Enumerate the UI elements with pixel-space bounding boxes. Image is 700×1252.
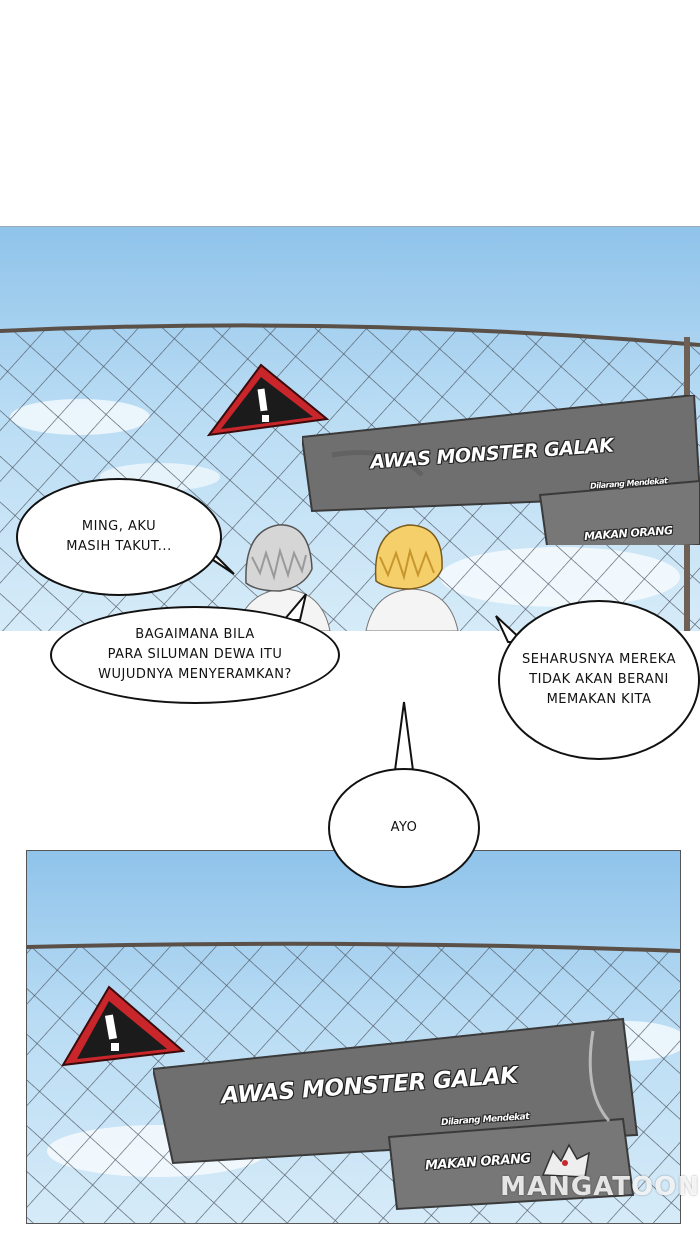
monster-sketch-icon xyxy=(541,1143,590,1178)
sign-board-1 xyxy=(302,395,700,545)
warning-triangle-icon xyxy=(61,985,185,1067)
comic-panel-2: AWAS MONSTER GALAK Dilarang Mendekat MAK… xyxy=(26,850,681,1224)
speech-bubble-4: AYO xyxy=(328,768,480,888)
character-blonde-hair xyxy=(365,524,459,631)
speech-bubble-2: BAGAIMANA BILA PARA SILUMAN DEWA ITU WUJ… xyxy=(50,606,340,704)
speech-bubble-1: MING, AKU MASIH TAKUT... xyxy=(16,478,222,596)
warning-triangle-icon xyxy=(206,363,329,437)
watermark: MANGATOON xyxy=(500,1172,700,1202)
sign-board-2 xyxy=(153,1017,639,1211)
speech-bubble-3: SEHARUSNYA MEREKA TIDAK AKAN BERANI MEMA… xyxy=(498,600,700,760)
